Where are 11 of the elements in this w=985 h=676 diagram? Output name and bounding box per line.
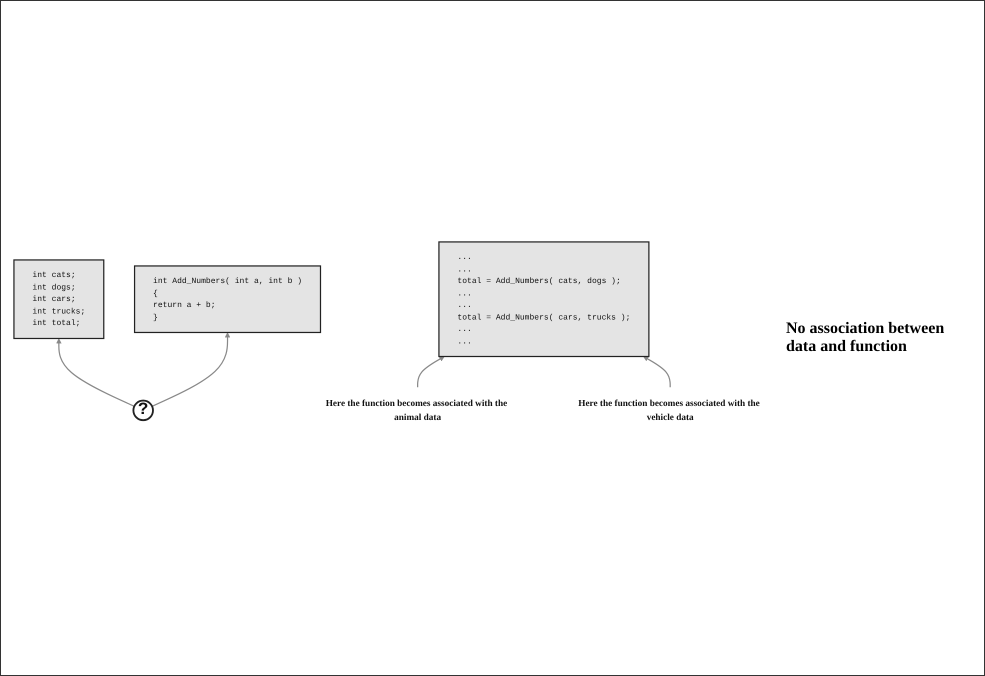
arrow xyxy=(152,332,230,408)
annotation-text: No association between data and function xyxy=(786,320,946,356)
node-box: ... ... total = Add_Numbers( cats, dogs ); ... ... total = Add_Numbers( cars, trucks ); ... ... xyxy=(438,242,650,358)
arrow xyxy=(643,356,671,388)
arrow xyxy=(56,338,135,408)
node-text: Here the function becomes associated with the animal data xyxy=(326,398,508,422)
node-box: int cats; int dogs; int cars; int trucks; int total; xyxy=(13,260,104,340)
node-box: int Add_Numbers( int a, int b ) { return a + b; } xyxy=(134,266,322,334)
node-circle: ? xyxy=(132,400,154,422)
node-text: Here the function becomes associated with the vehicle data xyxy=(578,398,760,422)
arrow xyxy=(417,356,445,388)
